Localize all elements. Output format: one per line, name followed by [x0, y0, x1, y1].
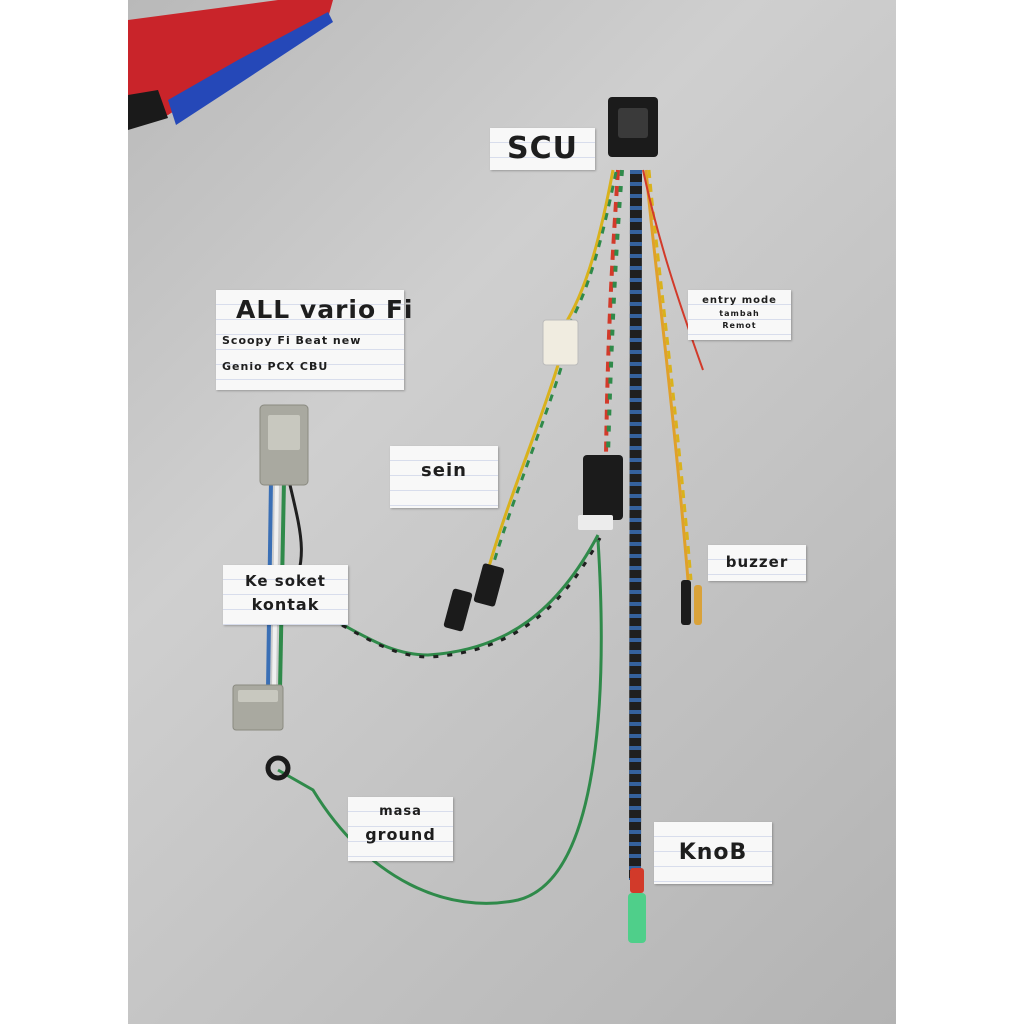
- label-buzzer-text: buzzer: [725, 553, 789, 571]
- ring-terminal: [265, 755, 291, 781]
- knob-connector: [628, 868, 646, 943]
- label-models-line1: ALL vario Fi: [236, 295, 414, 324]
- label-sein: sein: [390, 446, 498, 508]
- label-kontak-line1: Ke soket: [245, 572, 326, 590]
- label-kontak-line2: kontak: [251, 595, 320, 614]
- sein-bullet-connectors: [443, 563, 505, 632]
- label-kontak: Ke soket kontak: [223, 565, 348, 625]
- pliers-tool: [128, 0, 333, 130]
- entry-mode-wire: [642, 169, 704, 371]
- label-entry-line2: tambah: [719, 309, 760, 318]
- label-entry-line3: Remot: [722, 321, 757, 330]
- label-scu-text: SCU: [507, 131, 578, 166]
- black-connector-middle: [578, 455, 623, 530]
- label-entry-line1: entry mode: [702, 295, 777, 306]
- main-sleeve: [629, 169, 642, 881]
- sein-lower-wires: [486, 364, 563, 573]
- buzzer-connectors: [681, 580, 702, 625]
- label-sein-text: sein: [421, 460, 467, 481]
- photo-background: SCU ALL vario Fi Scoopy Fi Beat new Geni…: [128, 0, 896, 1024]
- label-knob: KnoB: [654, 822, 772, 884]
- label-models-line2: Scoopy Fi Beat new: [222, 334, 362, 347]
- label-masa-line1: masa: [379, 804, 422, 819]
- label-masa-line2: ground: [365, 825, 436, 844]
- scu-to-sein-wires: [556, 169, 624, 456]
- label-knob-text: KnoB: [678, 840, 748, 865]
- label-scu: SCU: [490, 128, 595, 170]
- scu-connector: [608, 97, 658, 157]
- sein-connector: [542, 319, 579, 366]
- label-models-line3: Genio PCX CBU: [222, 360, 329, 373]
- label-models: ALL vario Fi Scoopy Fi Beat new Genio PC…: [216, 290, 414, 390]
- label-buzzer: buzzer: [708, 545, 806, 581]
- label-masa-ground: masa ground: [348, 797, 453, 861]
- grey-connector-top: [259, 404, 309, 486]
- label-entry-mode: entry mode tambah Remot: [688, 290, 791, 340]
- grey-connector-bottom: [232, 684, 284, 731]
- buzzer-wires: [644, 169, 693, 581]
